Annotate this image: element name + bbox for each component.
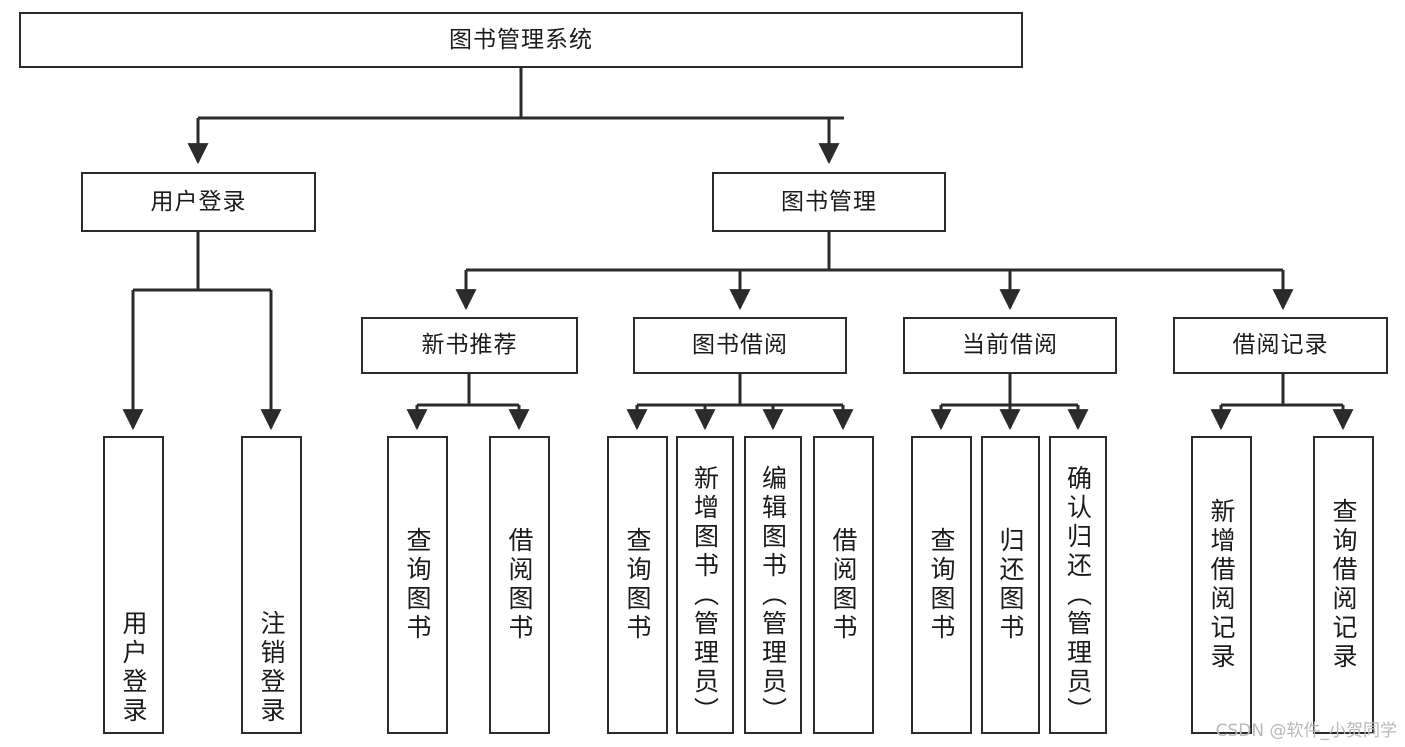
node-label: 查询借阅记录	[1329, 498, 1358, 672]
node-label: 确认归还（管理员）	[1063, 465, 1093, 726]
node-new-book-recommend[interactable]: 新书推荐	[361, 317, 578, 374]
node-user-login[interactable]: 用户登录	[81, 172, 316, 232]
node-root-system[interactable]: 图书管理系统	[19, 12, 1023, 68]
node-label: 注销登录	[257, 610, 286, 726]
node-book-borrow[interactable]: 图书借阅	[633, 317, 847, 374]
node-label: 新增图书（管理员）	[690, 465, 720, 726]
node-borrow-record[interactable]: 借阅记录	[1173, 317, 1388, 374]
node-label: 图书管理	[781, 188, 877, 215]
leaf-query-borrow-record[interactable]: 查询借阅记录	[1313, 436, 1374, 734]
leaf-user-login[interactable]: 用户登录	[103, 436, 164, 734]
node-label: 借阅图书	[505, 527, 534, 643]
leaf-logout[interactable]: 注销登录	[241, 436, 302, 734]
node-label: 图书借阅	[692, 332, 788, 358]
node-label: 借阅图书	[829, 527, 858, 643]
leaf-query-book-borrow[interactable]: 查询图书	[607, 436, 668, 734]
node-label: 用户登录	[150, 188, 247, 215]
node-label: 编辑图书（管理员）	[758, 465, 788, 726]
leaf-edit-book-admin[interactable]: 编辑图书（管理员）	[744, 436, 802, 734]
leaf-borrow-book[interactable]: 借阅图书	[813, 436, 874, 734]
node-label: 新书推荐	[421, 332, 518, 358]
node-label: 借阅记录	[1232, 332, 1329, 358]
node-label: 图书管理系统	[449, 26, 593, 53]
leaf-query-book-recommend[interactable]: 查询图书	[387, 436, 448, 734]
node-label: 查询图书	[623, 527, 652, 643]
node-label: 用户登录	[119, 610, 148, 726]
node-label: 新增借阅记录	[1207, 498, 1236, 672]
node-book-management[interactable]: 图书管理	[712, 172, 946, 232]
leaf-return-book[interactable]: 归还图书	[981, 436, 1040, 734]
leaf-query-book-current[interactable]: 查询图书	[911, 436, 972, 734]
node-label: 当前借阅	[962, 332, 1058, 358]
watermark: CSDN @软件_小贺同学	[1215, 721, 1397, 741]
node-label: 查询图书	[403, 527, 432, 643]
leaf-add-borrow-record[interactable]: 新增借阅记录	[1191, 436, 1252, 734]
leaf-confirm-return-admin[interactable]: 确认归还（管理员）	[1049, 436, 1107, 734]
node-current-borrow[interactable]: 当前借阅	[903, 317, 1117, 374]
leaf-borrow-book-recommend[interactable]: 借阅图书	[489, 436, 550, 734]
node-label: 归还图书	[996, 527, 1025, 643]
leaf-add-book-admin[interactable]: 新增图书（管理员）	[676, 436, 734, 734]
node-label: 查询图书	[927, 527, 956, 643]
